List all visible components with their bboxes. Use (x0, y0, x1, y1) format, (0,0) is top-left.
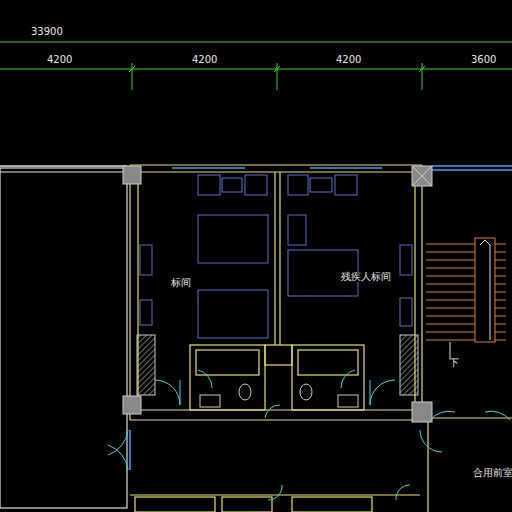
dimension-text: 4200 (335, 55, 362, 65)
doors (108, 370, 510, 500)
room-label: 下 (448, 358, 460, 368)
dimension-text: 4200 (46, 55, 73, 65)
dimension-text: 33900 (30, 27, 64, 37)
room-label: 标间 (170, 278, 192, 288)
room-label: 合用前室 (472, 468, 512, 478)
furniture (137, 175, 418, 407)
walls (0, 165, 512, 512)
windows (0, 166, 512, 470)
stairs (426, 238, 506, 358)
dimension-text: 4200 (191, 55, 218, 65)
dimension-lines (0, 42, 512, 90)
dimension-text: 3600 (470, 55, 497, 65)
columns (123, 166, 432, 422)
room-label: 残疾人标间 (340, 272, 392, 282)
